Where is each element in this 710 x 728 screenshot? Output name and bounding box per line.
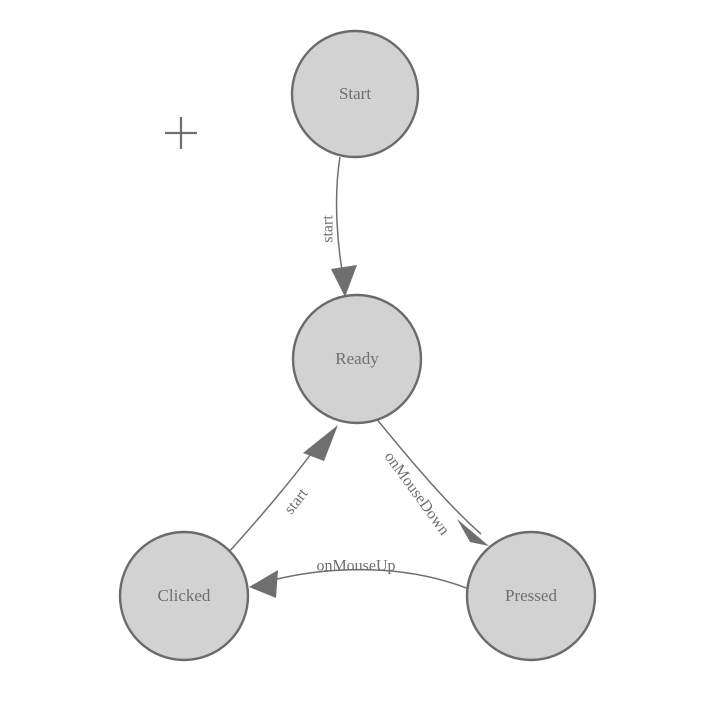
node-clicked[interactable]: Clicked [118,530,250,662]
edge-ready-to-pressed[interactable]: onMouseDown [374,416,489,546]
edge-ready-to-pressed-path [374,416,482,535]
node-start-circle[interactable] [290,29,420,159]
edge-clicked-to-ready-arrowhead [303,425,338,461]
edge-label-onmousedown: onMouseDown [381,449,453,539]
edge-label-start-bottom: start [281,485,312,518]
node-pressed-circle[interactable] [465,530,597,662]
edge-label-start-top: start [320,215,337,243]
edge-start-to-ready-path [335,156,344,277]
edge-label-onmouseup: onMouseUp [316,558,395,575]
node-ready[interactable]: Ready [291,293,423,425]
edge-pressed-to-clicked[interactable]: onMouseUp [249,558,470,598]
edge-pressed-to-clicked-arrowhead [249,570,278,598]
edge-start-to-ready[interactable]: start [320,156,357,297]
node-pressed-label: Pressed [505,586,557,605]
node-ready-circle[interactable] [291,293,423,425]
node-start[interactable]: Start [290,29,420,159]
node-ready-label: Ready [335,349,379,368]
node-start-label: Start [339,84,371,103]
edge-clicked-to-ready[interactable]: start [227,425,338,554]
edge-ready-to-pressed-arrowhead [457,519,489,546]
node-pressed[interactable]: Pressed [465,530,597,662]
edge-start-to-ready-arrowhead [331,265,357,297]
edge-pressed-to-clicked-path [257,568,470,590]
node-clicked-label: Clicked [158,586,211,605]
node-clicked-circle[interactable] [118,530,250,662]
crosshair-marker [165,117,197,149]
